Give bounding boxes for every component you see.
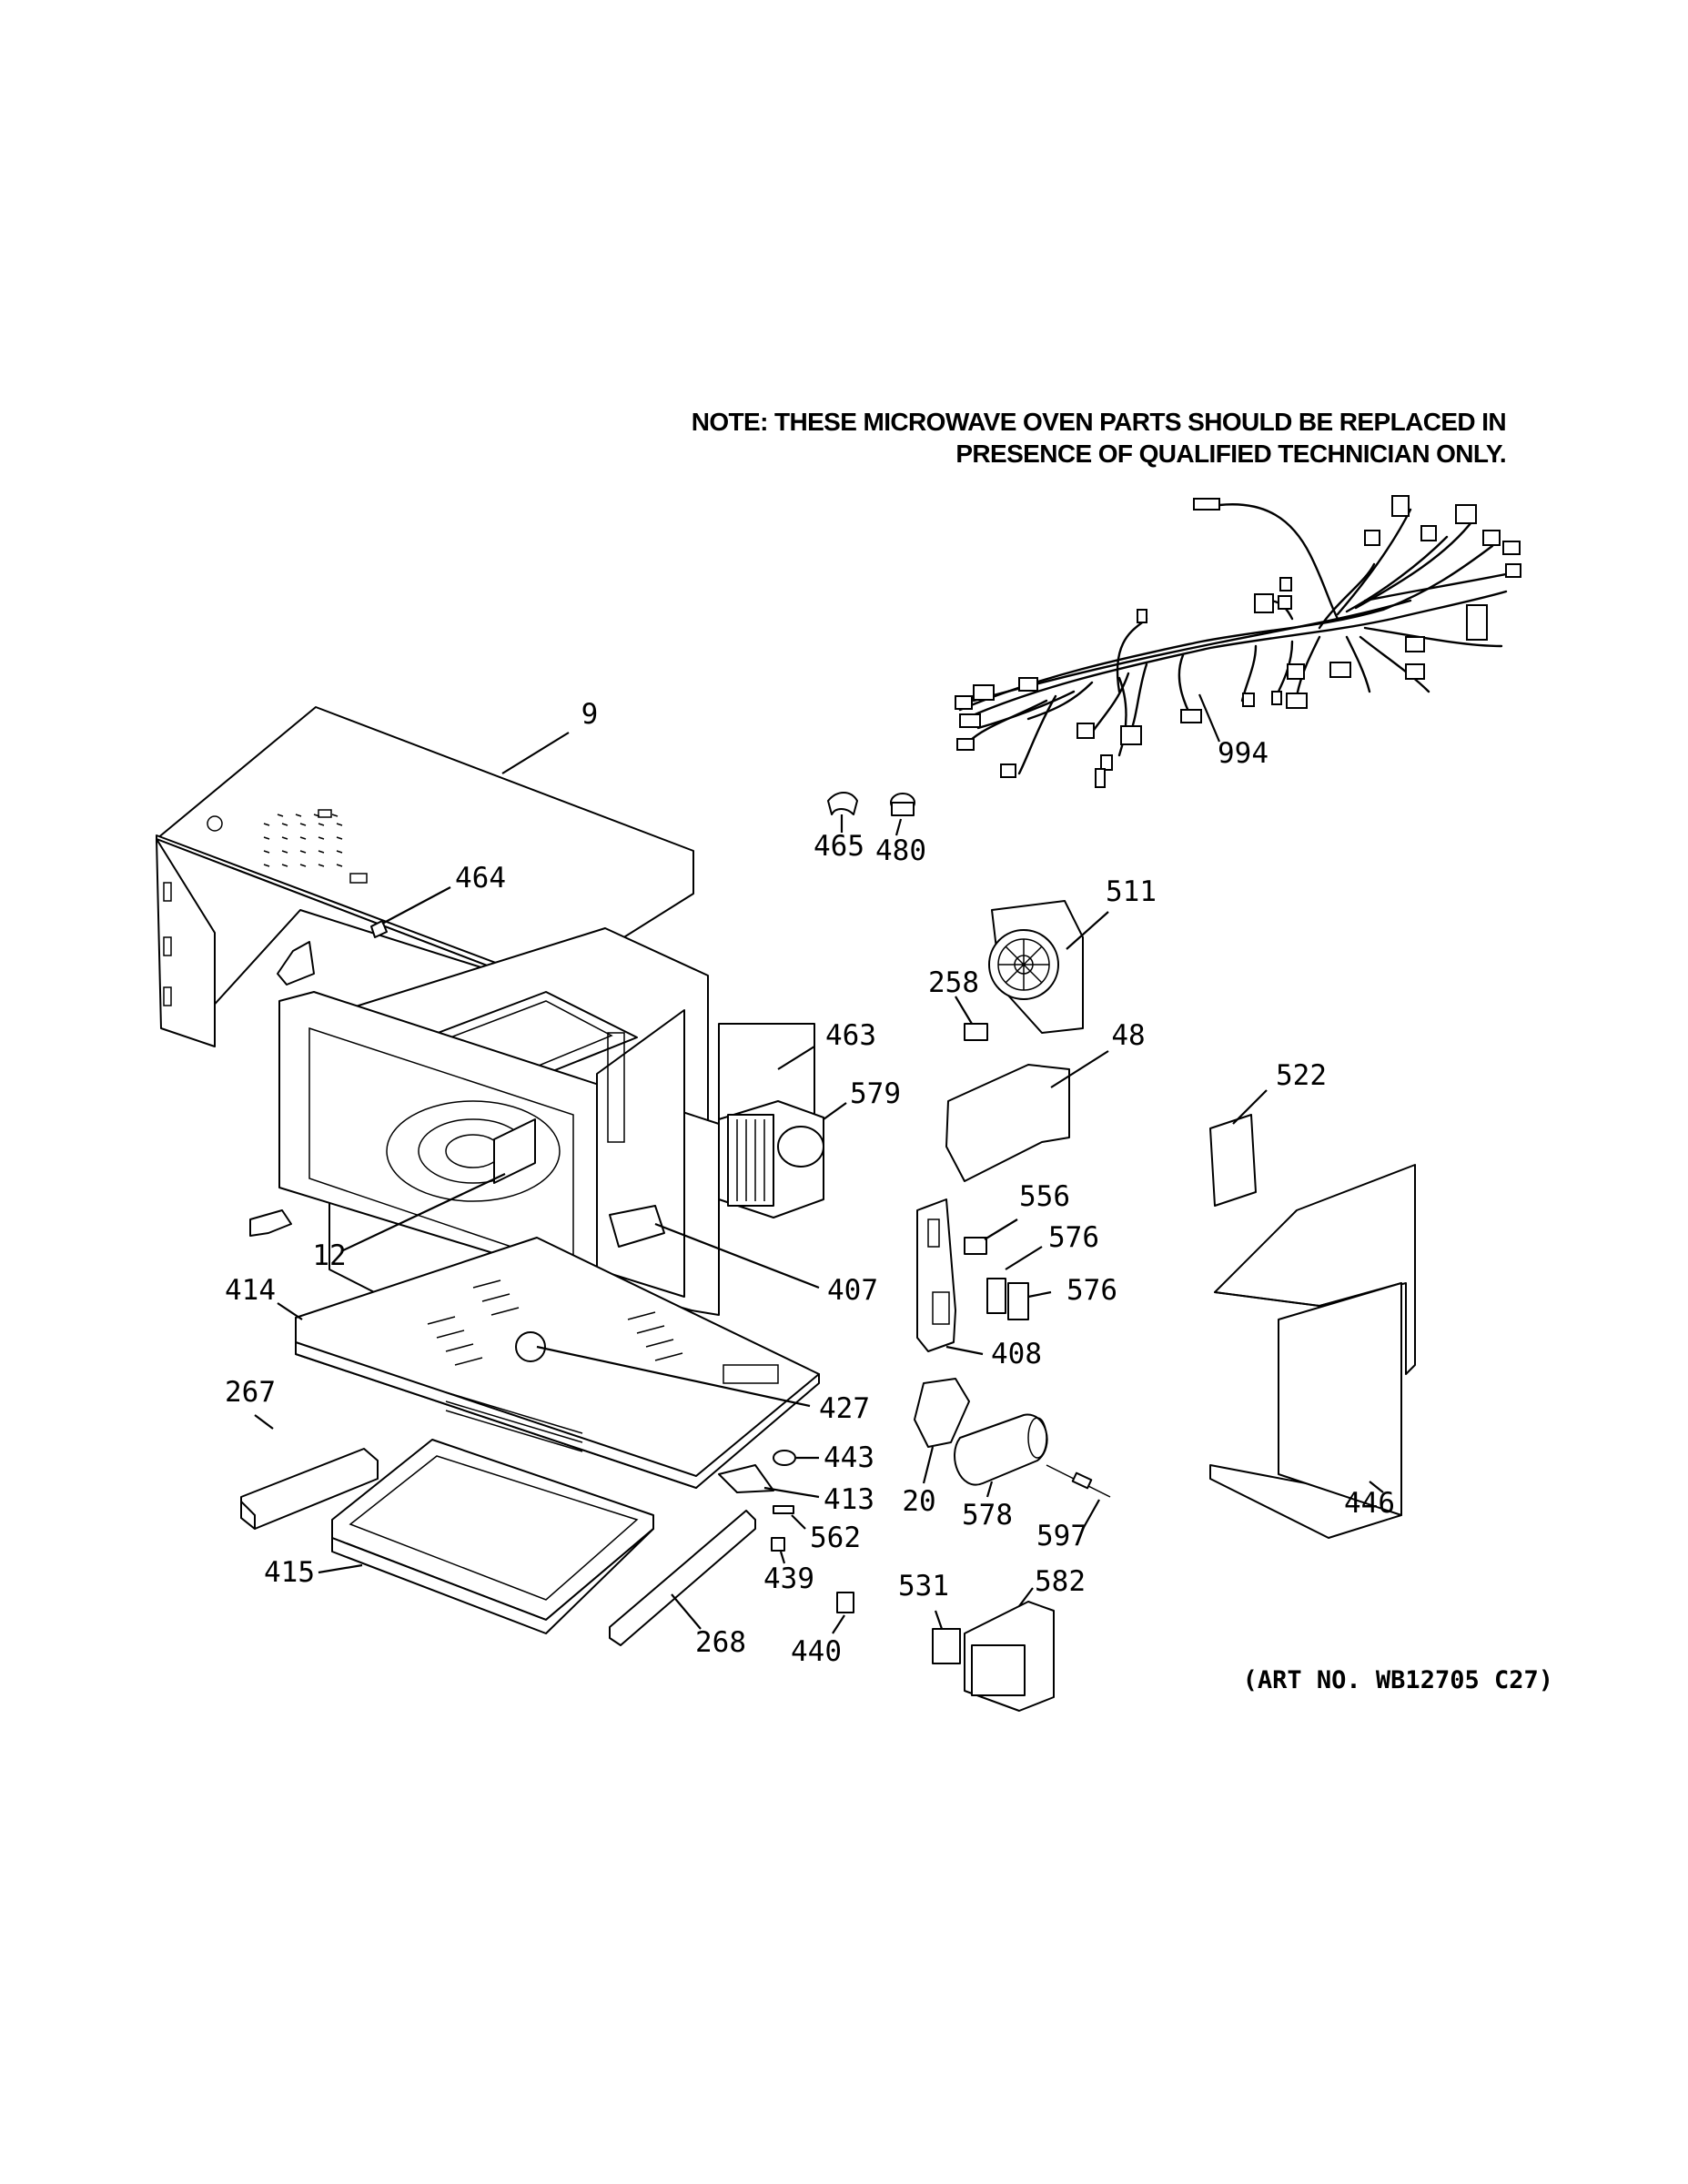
- callout-415: 415: [264, 1556, 315, 1589]
- leader-258: [955, 996, 973, 1025]
- switch-556[interactable]: [964, 1237, 987, 1255]
- callout-556: 556: [1019, 1180, 1070, 1213]
- callout-414: 414: [225, 1274, 276, 1307]
- leader-576-b: [1027, 1290, 1052, 1299]
- leader-556: [984, 1218, 1018, 1240]
- air-duct-48[interactable]: [945, 1064, 1070, 1182]
- note-line-2: PRESENCE OF QUALIFIED TECHNICIAN ONLY.: [955, 440, 1506, 468]
- magnetron-579[interactable]: [718, 1100, 824, 1218]
- leader-562: [791, 1514, 806, 1530]
- leader-578: [986, 1481, 994, 1498]
- fan-motor-511[interactable]: [988, 900, 1084, 1034]
- part-562[interactable]: [773, 1505, 794, 1514]
- part-258[interactable]: [964, 1023, 988, 1041]
- leader-446: [1369, 1481, 1384, 1493]
- leader-407: [654, 1222, 820, 1289]
- callout-48: 48: [1111, 1019, 1145, 1052]
- switch-576-b[interactable]: [1007, 1282, 1029, 1320]
- callout-480: 480: [875, 834, 926, 867]
- callout-267: 267: [225, 1376, 276, 1409]
- leader-439: [779, 1551, 786, 1564]
- mounting-bracket[interactable]: [277, 941, 315, 986]
- callout-531: 531: [898, 1570, 949, 1603]
- callout-443: 443: [824, 1441, 874, 1474]
- drip-tray-415[interactable]: [331, 1439, 654, 1634]
- callout-413: 413: [824, 1483, 874, 1516]
- callout-576-b: 576: [1066, 1274, 1117, 1307]
- leader-9: [501, 732, 570, 774]
- wire-harness-994[interactable]: [955, 495, 1521, 788]
- rail-267[interactable]: [240, 1448, 379, 1530]
- callout-576-a: 576: [1048, 1221, 1099, 1254]
- leader-463: [777, 1046, 815, 1070]
- hinge-bracket[interactable]: [249, 1209, 292, 1237]
- bracket-413[interactable]: [718, 1464, 774, 1493]
- callout-465: 465: [814, 830, 864, 863]
- callout-582: 582: [1035, 1565, 1086, 1598]
- capacitor-578[interactable]: [954, 1413, 1048, 1486]
- callout-12: 12: [312, 1239, 346, 1272]
- part-440[interactable]: [836, 1592, 854, 1613]
- callout-9: 9: [581, 698, 599, 731]
- electrical-cover-446[interactable]: [1209, 1164, 1416, 1539]
- callout-407: 407: [827, 1274, 878, 1307]
- callout-463: 463: [825, 1019, 876, 1052]
- leader-576-a: [1005, 1246, 1043, 1270]
- callout-464: 464: [455, 862, 506, 895]
- callout-268: 268: [695, 1626, 746, 1659]
- leader-579: [823, 1102, 847, 1120]
- callout-522: 522: [1276, 1059, 1327, 1092]
- callout-408: 408: [991, 1338, 1042, 1370]
- rail-268[interactable]: [609, 1510, 756, 1646]
- part-439[interactable]: [771, 1537, 785, 1552]
- note-line-1: NOTE: THESE MICROWAVE OVEN PARTS SHOULD …: [692, 408, 1506, 436]
- callout-562: 562: [810, 1522, 861, 1554]
- part-465[interactable]: [827, 792, 858, 815]
- leader-427: [536, 1345, 811, 1408]
- leader-597: [1082, 1499, 1100, 1530]
- latch-board-408[interactable]: [916, 1198, 956, 1352]
- leader-12: [340, 1173, 506, 1252]
- leader-408: [945, 1345, 984, 1356]
- callout-440: 440: [791, 1635, 842, 1668]
- sensor-443[interactable]: [773, 1450, 796, 1466]
- leader-415: [318, 1563, 363, 1574]
- leader-511: [1066, 911, 1109, 950]
- leader-440: [832, 1614, 845, 1634]
- callout-579: 579: [850, 1077, 901, 1110]
- capacitor-bracket-20[interactable]: [914, 1378, 970, 1448]
- part-480[interactable]: [890, 793, 915, 816]
- callout-258: 258: [928, 966, 979, 999]
- transformer-582[interactable]: [932, 1601, 1055, 1712]
- leader-414: [277, 1302, 303, 1320]
- leader-48: [1050, 1050, 1109, 1088]
- diode-597[interactable]: [1046, 1464, 1111, 1498]
- leader-994: [1198, 693, 1221, 743]
- leader-20: [922, 1446, 935, 1484]
- clip-464[interactable]: [370, 920, 388, 938]
- leader-522: [1232, 1089, 1268, 1125]
- interlock-407[interactable]: [609, 1205, 665, 1248]
- callout-446: 446: [1344, 1487, 1395, 1520]
- callout-427: 427: [819, 1392, 870, 1425]
- leader-582: [1018, 1587, 1034, 1607]
- callout-439: 439: [763, 1562, 814, 1595]
- callout-578: 578: [962, 1499, 1013, 1532]
- base-plate-414[interactable]: [295, 1237, 820, 1489]
- callout-994: 994: [1218, 737, 1269, 770]
- switch-576-a[interactable]: [986, 1278, 1006, 1314]
- callout-20: 20: [902, 1485, 935, 1518]
- leader-268: [671, 1593, 702, 1630]
- leader-531: [934, 1610, 944, 1630]
- callout-511: 511: [1106, 875, 1157, 908]
- leader-464: [381, 886, 451, 925]
- art-number: (ART NO. WB12705 C27): [1243, 1666, 1553, 1694]
- callout-597: 597: [1036, 1520, 1087, 1552]
- leader-480: [895, 818, 903, 836]
- insulator-522[interactable]: [1209, 1114, 1257, 1207]
- leader-267: [254, 1414, 274, 1430]
- leader-413: [763, 1486, 820, 1499]
- outer-case-9[interactable]: [156, 706, 694, 1047]
